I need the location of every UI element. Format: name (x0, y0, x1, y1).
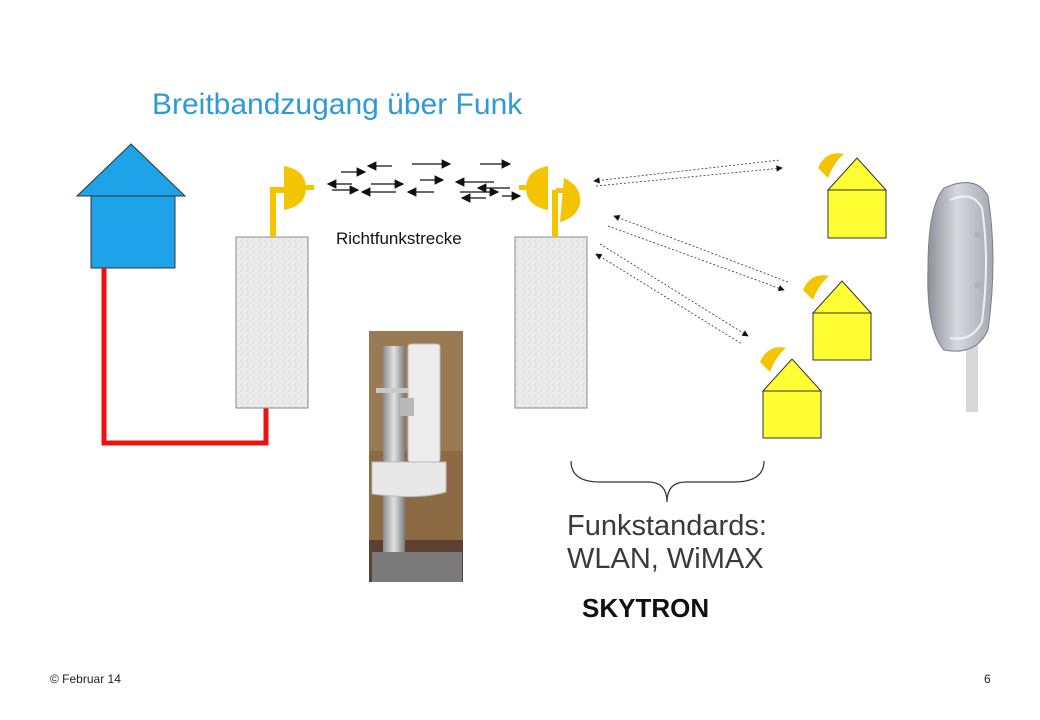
outdoor-unit-icon (927, 182, 994, 412)
standards-line-1: Funkstandards: (567, 510, 767, 542)
standards-text: Funkstandards: WLAN, WiMAX (567, 510, 767, 576)
customer-house-2-icon (803, 275, 873, 361)
left-tower (235, 236, 309, 409)
footer-copyright: © Februar 14 (50, 672, 121, 686)
radio-beams (593, 159, 789, 345)
group-brace (570, 460, 765, 503)
customer-house-1-icon (818, 153, 888, 239)
right-tower (514, 236, 588, 409)
link-label: Richtfunkstrecke (336, 229, 462, 248)
right-antenna-icon (519, 166, 581, 237)
slide-title: Breitbandzugang über Funk (152, 88, 523, 121)
standards-line-2: WLAN, WiMAX (567, 543, 764, 575)
central-house-icon (75, 143, 187, 269)
antenna-photo (369, 331, 463, 582)
link-arrows (326, 159, 522, 203)
customer-house-3-icon (760, 347, 823, 439)
left-antenna-icon (270, 166, 314, 237)
fiber-line (101, 268, 269, 446)
page-number: 6 (984, 672, 991, 686)
brand-label: SKYTRON (582, 593, 710, 623)
